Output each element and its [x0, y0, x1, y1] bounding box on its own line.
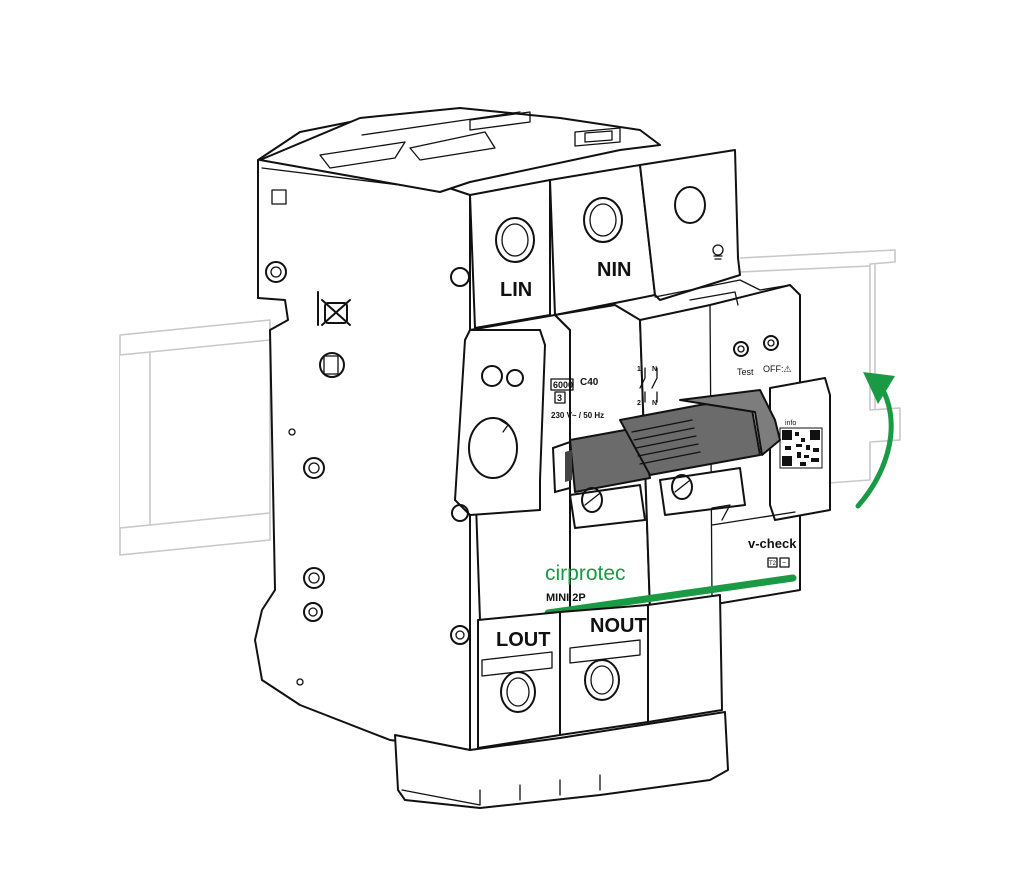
off-indicator-led [763, 335, 779, 351]
housing-top [259, 107, 661, 193]
test-button[interactable] [733, 341, 749, 357]
brand-name: cirprotec [545, 562, 626, 585]
housing-base [394, 711, 729, 809]
model-name: MINI 2P [546, 592, 586, 604]
vcheck-indicators: Test OFF:⚠ [733, 335, 792, 377]
terminal-labels-top: LIN NIN [500, 259, 631, 301]
schematic-label-bottom-left: 2 [637, 400, 641, 407]
green-stripe [544, 574, 797, 617]
badge-t2: T2 [769, 561, 777, 567]
rating-class: 3 [557, 393, 562, 403]
terminal-label-line-in: LIN [500, 279, 532, 301]
terminal-screws [569, 467, 796, 529]
breaker-handle[interactable] [551, 389, 781, 494]
badge-ac: ~ [782, 560, 786, 567]
test-label: Test [737, 367, 754, 377]
rotate-up-arrow-icon [855, 372, 895, 509]
terminal-label-neutral-in: NIN [597, 259, 631, 281]
brand-block: cirprotec MINI 2P v-check T2 ~ [544, 536, 797, 617]
terminal-label-line-out: LOUT [496, 629, 550, 651]
rating-breaking-capacity: 6000 [553, 380, 573, 390]
housing-left-side [254, 119, 471, 751]
schematic-label-top-left: 1 [637, 366, 641, 373]
off-label: OFF:⚠ [763, 364, 792, 374]
info-label: info [785, 420, 796, 427]
schematic-label-bottom-right: N [652, 400, 657, 407]
qr-plate: info [769, 377, 831, 521]
front-upper [469, 149, 741, 329]
rating-curve-current: C40 [580, 377, 599, 388]
vcheck-name: v-check [748, 536, 797, 551]
front-lower: LOUT NOUT [477, 594, 723, 749]
terminal-label-neutral-out: NOUT [590, 615, 647, 637]
schematic-symbol: 1 N 2 N [637, 366, 658, 407]
rating-supply: 230 V~ / 50 Hz [551, 411, 604, 420]
rating-block: 6000 3 C40 230 V~ / 50 Hz [550, 377, 604, 420]
qr-code-icon [779, 427, 823, 469]
schematic-label-top-right: N [652, 366, 657, 373]
